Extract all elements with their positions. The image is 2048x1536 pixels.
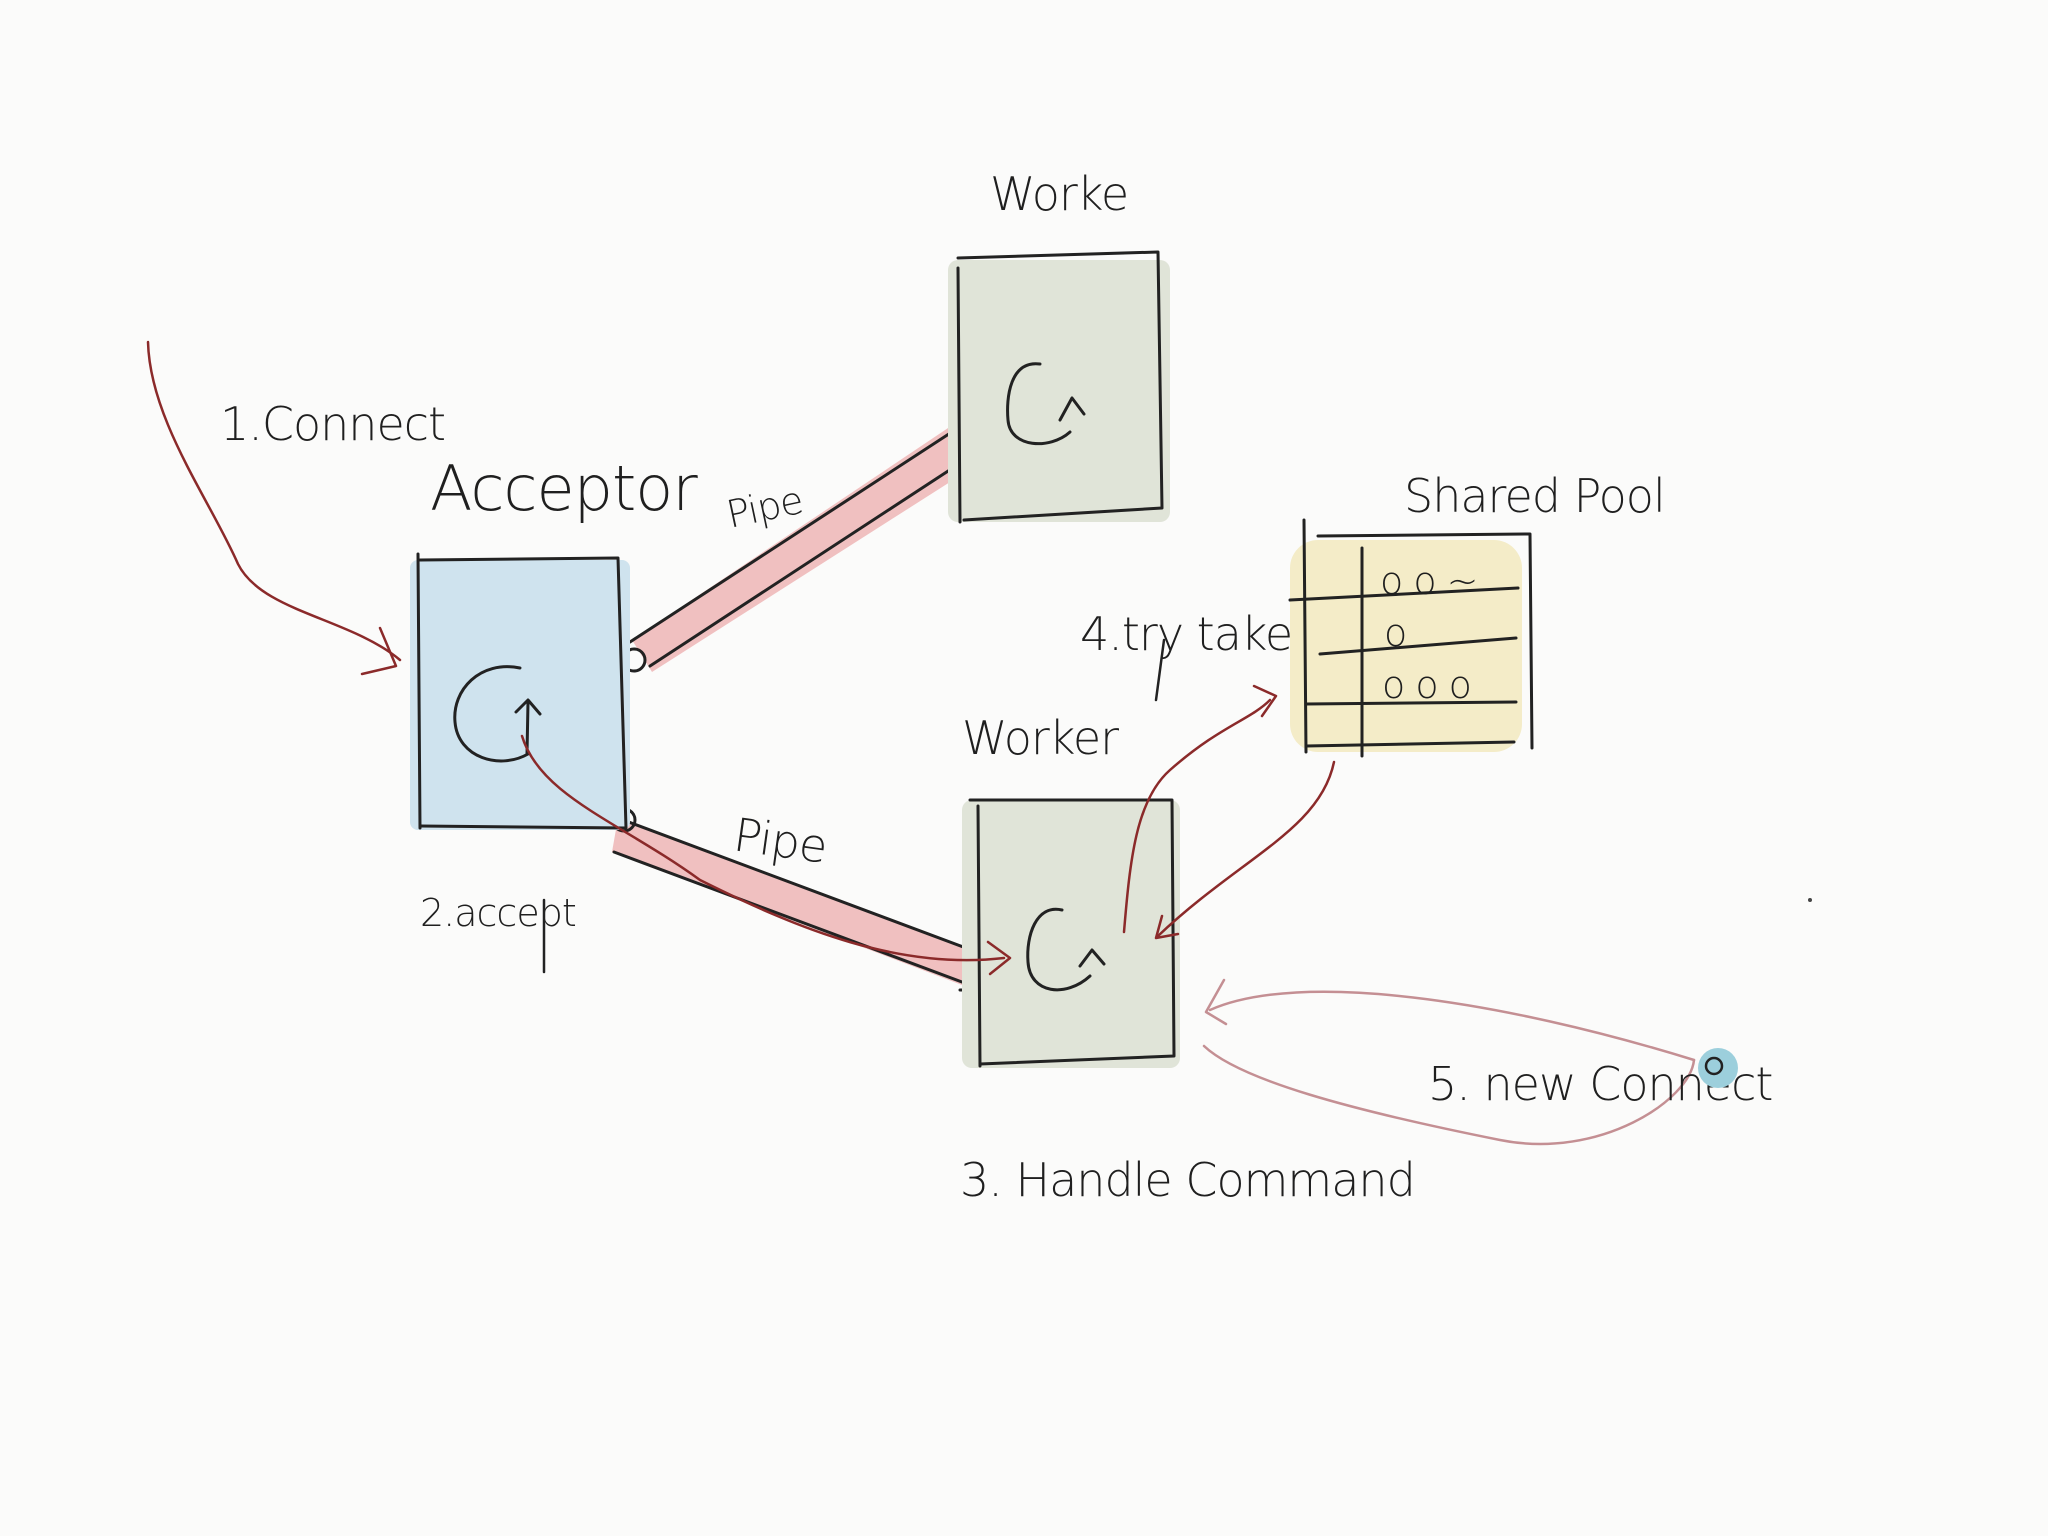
loop-icon (453, 665, 542, 763)
acceptor-node: Acceptor (410, 452, 699, 830)
loop-icon (1026, 907, 1106, 992)
worker-top-label: Worke (990, 167, 1128, 221)
worker-top-box (948, 260, 1170, 522)
worker-bottom-label: Worker (962, 711, 1119, 765)
shared-pool-node: o o ~ o o o o Shared Pool (1288, 469, 1666, 758)
pool-row-2: o (1384, 611, 1406, 655)
worker-bottom-node: Worker (962, 711, 1180, 1068)
accept-arrow (520, 734, 1012, 976)
stray-dot (1808, 898, 1812, 902)
step-try-take-label: 4.try take (1080, 607, 1292, 661)
shared-pool-label: Shared Pool (1404, 469, 1665, 523)
try-take-arrow (1122, 684, 1278, 934)
step-try-take: 4.try take (1080, 607, 1293, 702)
loop-icon (1006, 362, 1086, 446)
cursor-dot (1698, 1048, 1738, 1088)
step-connect-label: 1.Connect (220, 397, 445, 451)
worker-bottom-box (962, 800, 1180, 1068)
pipe-top-label: Pipe (723, 478, 807, 537)
pipe-bottom-fill (612, 818, 985, 990)
new-connect-arrow (1202, 978, 1696, 1146)
step-accept: 2.accept (420, 891, 577, 974)
pipe-bottom-label: Pipe (730, 807, 830, 873)
step-handle-label: 3. Handle Command (960, 1153, 1415, 1207)
pool-row-1: o o ~ (1380, 559, 1478, 603)
connect-arrow (146, 340, 402, 676)
pipe-top (621, 418, 972, 673)
pipe-top-fill (632, 420, 972, 672)
worker-top-node: Worke (948, 167, 1170, 524)
acceptor-box (410, 560, 630, 830)
return-arrow (1154, 760, 1336, 940)
acceptor-label: Acceptor (430, 452, 698, 525)
step-accept-label: 2.accept (420, 891, 576, 935)
pool-row-3: o o o (1382, 663, 1471, 707)
